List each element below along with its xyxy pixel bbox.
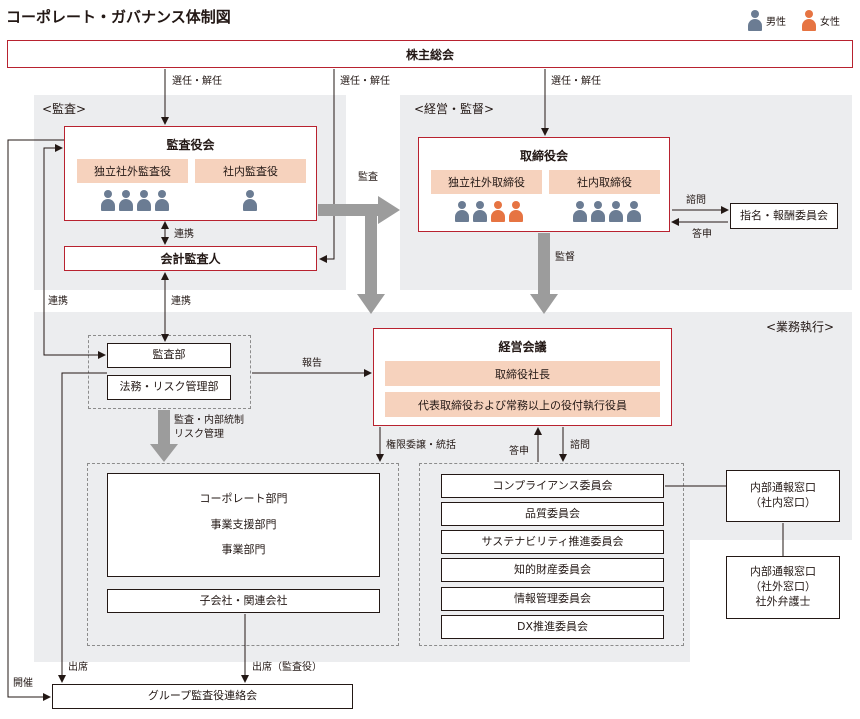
male-icon xyxy=(609,201,623,222)
committee-quality: 品質委員会 xyxy=(441,502,664,526)
whistle-external-line2: （社外窓口） xyxy=(750,580,816,594)
division-support: 事業支援部門 xyxy=(210,517,277,531)
whistle-internal-line2: （社内窓口） xyxy=(750,496,816,509)
answer-label-2: 答申 xyxy=(509,446,529,457)
male-icon xyxy=(101,190,115,211)
elect-label-audit: 選任・解任 xyxy=(172,76,222,87)
whistle-external-line3: 社外弁護士 xyxy=(755,594,811,608)
convene-label: 開催 xyxy=(13,678,33,689)
committee-dx: DX推進委員会 xyxy=(441,615,664,639)
internal-control-thick-arrow xyxy=(150,410,178,462)
board-of-directors-box: 取締役会 独立社外取締役 社内取締役 xyxy=(418,137,670,232)
management-section-label: <経営・監督> xyxy=(414,102,495,116)
division-business: 事業部門 xyxy=(221,543,266,557)
report-label: 報告 xyxy=(302,358,322,369)
committees-group xyxy=(419,463,684,646)
outside-directors-members xyxy=(455,201,523,222)
inside-auditors-members xyxy=(243,190,257,211)
legend-female-label: 女性 xyxy=(820,17,840,28)
male-icon xyxy=(627,201,641,222)
division-corporate: コーポレート部門 xyxy=(199,491,288,505)
internal-control-label-2: リスク管理 xyxy=(174,429,224,440)
nomination-compensation-committee: 指名・報酬委員会 xyxy=(730,203,838,229)
audit-board-box: 監査役会 独立社外監査役 社内監査役 xyxy=(64,126,317,221)
male-icon xyxy=(455,201,469,222)
supervise-label: 監督 xyxy=(555,252,575,263)
coop-label-1: 連携 xyxy=(174,229,194,240)
attend-label-2: 出席（監査役） xyxy=(252,662,322,673)
legal-risk-dept: 法務・リスク管理部 xyxy=(107,375,231,400)
male-icon xyxy=(243,190,257,211)
supervise-thick-arrow xyxy=(530,233,558,314)
inside-auditors-label: 社内監査役 xyxy=(195,159,306,183)
internal-audit-group xyxy=(88,335,251,409)
committee-compliance: コンプライアンス委員会 xyxy=(441,474,664,498)
consult-label: 諮問 xyxy=(686,195,706,206)
board-of-directors-title: 取締役会 xyxy=(519,149,568,163)
whistleblowing-external: 内部通報窓口 （社外窓口） 社外弁護士 xyxy=(726,556,840,619)
audit-thick-arrow xyxy=(318,196,400,224)
answer-label: 答申 xyxy=(692,229,712,240)
whistle-internal-line1: 内部通報窓口 xyxy=(750,481,816,495)
shareholders-meeting-label: 株主総会 xyxy=(405,47,454,62)
committee-ip: 知的財産委員会 xyxy=(441,558,664,582)
female-icon xyxy=(802,10,816,31)
president-label: 取締役社長 xyxy=(385,361,660,386)
female-icon xyxy=(491,201,505,222)
audit-section-label: <監査> xyxy=(42,102,87,116)
female-icon xyxy=(509,201,523,222)
management-meeting-box: 経営会議 取締役社長 代表取締役および常務以上の役付執行役員 xyxy=(373,328,672,426)
whistleblowing-internal: 内部通報窓口 （社内窓口） xyxy=(726,470,840,522)
whistle-external-line1: 内部通報窓口 xyxy=(750,565,816,579)
audit-board-title: 監査役会 xyxy=(166,138,215,152)
coop-label-2: 連携 xyxy=(48,296,68,307)
male-icon xyxy=(573,201,587,222)
male-icon xyxy=(473,201,487,222)
internal-audit-dept: 監査部 xyxy=(107,343,231,368)
inside-directors-members xyxy=(573,201,641,222)
outside-auditors-label: 独立社外監査役 xyxy=(77,159,188,183)
male-icon xyxy=(137,190,151,211)
management-meeting-title: 経営会議 xyxy=(498,340,547,354)
divisions-group xyxy=(87,463,399,646)
audit-arrow-label: 監査 xyxy=(358,172,378,183)
committee-sustainability: サステナビリティ推進委員会 xyxy=(441,530,664,554)
divisions-box: コーポレート部門 事業支援部門 事業部門 xyxy=(107,473,380,577)
subsidiaries-box: 子会社・関連会社 xyxy=(107,589,380,613)
outside-auditors-members xyxy=(101,190,169,211)
legend: 男性 女性 xyxy=(748,10,840,31)
outside-directors-label: 独立社外取締役 xyxy=(431,170,542,194)
accounting-auditor-label: 会計監査人 xyxy=(160,252,221,266)
page-title: コーポレート・ガバナンス体制図 xyxy=(6,8,231,26)
elect-label-auditor: 選任・解任 xyxy=(340,76,390,87)
legend-male-label: 男性 xyxy=(766,17,786,28)
male-icon xyxy=(155,190,169,211)
accounting-auditor-box: 会計監査人 xyxy=(64,246,317,271)
committee-information: 情報管理委員会 xyxy=(441,587,664,611)
consult-label-2: 諮問 xyxy=(570,440,590,451)
group-auditor-liaison-box: グループ監査役連絡会 xyxy=(52,684,353,709)
elect-label-board: 選任・解任 xyxy=(551,76,601,87)
inside-directors-label: 社内取締役 xyxy=(549,170,660,194)
male-icon xyxy=(591,201,605,222)
coop-label-3: 連携 xyxy=(171,296,191,307)
attend-label-1: 出席 xyxy=(68,662,88,673)
male-icon xyxy=(119,190,133,211)
delegation-label: 権限委譲・統括 xyxy=(386,440,456,451)
execution-section-label: <業務執行> xyxy=(766,320,835,334)
executive-officers-label: 代表取締役および常務以上の役付執行役員 xyxy=(385,392,660,417)
audit-down-thick-arrow xyxy=(357,216,385,314)
male-icon xyxy=(748,10,762,31)
shareholders-meeting-box: 株主総会 xyxy=(7,40,853,68)
internal-control-label-1: 監査・内部統制 xyxy=(174,415,244,426)
